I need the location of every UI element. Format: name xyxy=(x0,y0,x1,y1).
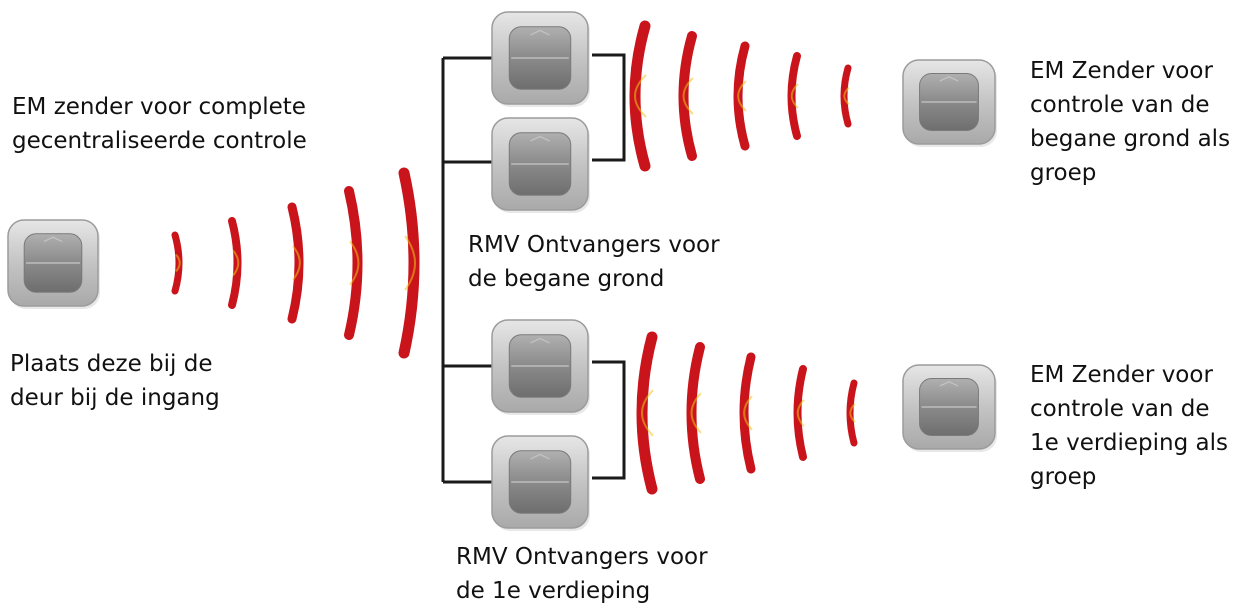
label-line: EM zender voor complete xyxy=(12,94,306,120)
label-first-receivers: RMV Ontvangers voor de 1e verdieping xyxy=(456,540,708,608)
remote-sender-icon-ground xyxy=(902,59,997,147)
radio-wave-icon-central-5 xyxy=(398,167,420,359)
connector-lines xyxy=(441,53,626,484)
label-line: deur bij de ingang xyxy=(10,385,220,411)
label-ground-sender: EM Zender voor controle van de begane gr… xyxy=(1030,54,1230,190)
radio-wave-icon-first-2 xyxy=(793,365,807,461)
label-first-sender: EM Zender voor controle van de 1e verdie… xyxy=(1030,358,1228,494)
radio-wave-icon-ground-4 xyxy=(678,31,697,161)
remote-sender-icon-first xyxy=(902,364,997,452)
radio-wave-icon-ground-5 xyxy=(629,20,651,172)
label-line: controle van de xyxy=(1030,92,1210,118)
bracket-ground xyxy=(592,53,626,162)
label-line: begane grond als xyxy=(1030,126,1231,152)
radio-waves xyxy=(171,20,858,495)
radio-wave-icon-central-1 xyxy=(171,231,183,295)
radio-wave-icon-first-4 xyxy=(686,342,705,484)
radio-wave-icon-central-3 xyxy=(287,202,304,324)
radio-wave-icon-central-4 xyxy=(344,186,363,340)
label-line: EM Zender voor xyxy=(1030,58,1213,84)
receiver-icon-first-2 xyxy=(491,435,590,531)
receiver-icon-ground-2 xyxy=(491,117,590,213)
label-line: 1e verdieping als xyxy=(1030,430,1228,456)
radio-wave-icon-first-1 xyxy=(846,379,858,447)
radio-wave-icon-first-3 xyxy=(739,352,756,474)
label-central-sender: EM zender voor complete gecentraliseerde… xyxy=(12,90,307,158)
label-ground-receivers: RMV Ontvangers voor de begane grond xyxy=(468,228,720,296)
devices xyxy=(7,11,997,531)
label-line: EM Zender voor xyxy=(1030,362,1213,388)
label-line: groep xyxy=(1030,464,1097,490)
label-placement: Plaats deze bij de deur bij de ingang xyxy=(10,347,220,415)
label-line: gecentraliseerde controle xyxy=(12,128,307,154)
bracket-first xyxy=(592,360,626,480)
label-line: de 1e verdieping xyxy=(456,578,651,604)
label-line: Plaats deze bij de xyxy=(10,351,213,377)
label-line: RMV Ontvangers voor xyxy=(456,544,708,570)
radio-wave-icon-first-5 xyxy=(636,331,658,495)
remote-sender-icon-central xyxy=(7,219,100,309)
label-line: groep xyxy=(1030,160,1097,186)
receiver-icon-first-1 xyxy=(491,319,590,415)
radio-wave-icon-ground-3 xyxy=(733,41,750,151)
radio-wave-icon-central-2 xyxy=(228,217,242,309)
label-line: de begane grond xyxy=(468,266,665,292)
receiver-icon-ground-1 xyxy=(491,11,590,107)
radio-wave-icon-ground-1 xyxy=(840,64,852,128)
label-line: controle van de xyxy=(1030,396,1210,422)
label-line: RMV Ontvangers voor xyxy=(468,232,720,258)
radio-wave-icon-ground-2 xyxy=(787,52,801,140)
